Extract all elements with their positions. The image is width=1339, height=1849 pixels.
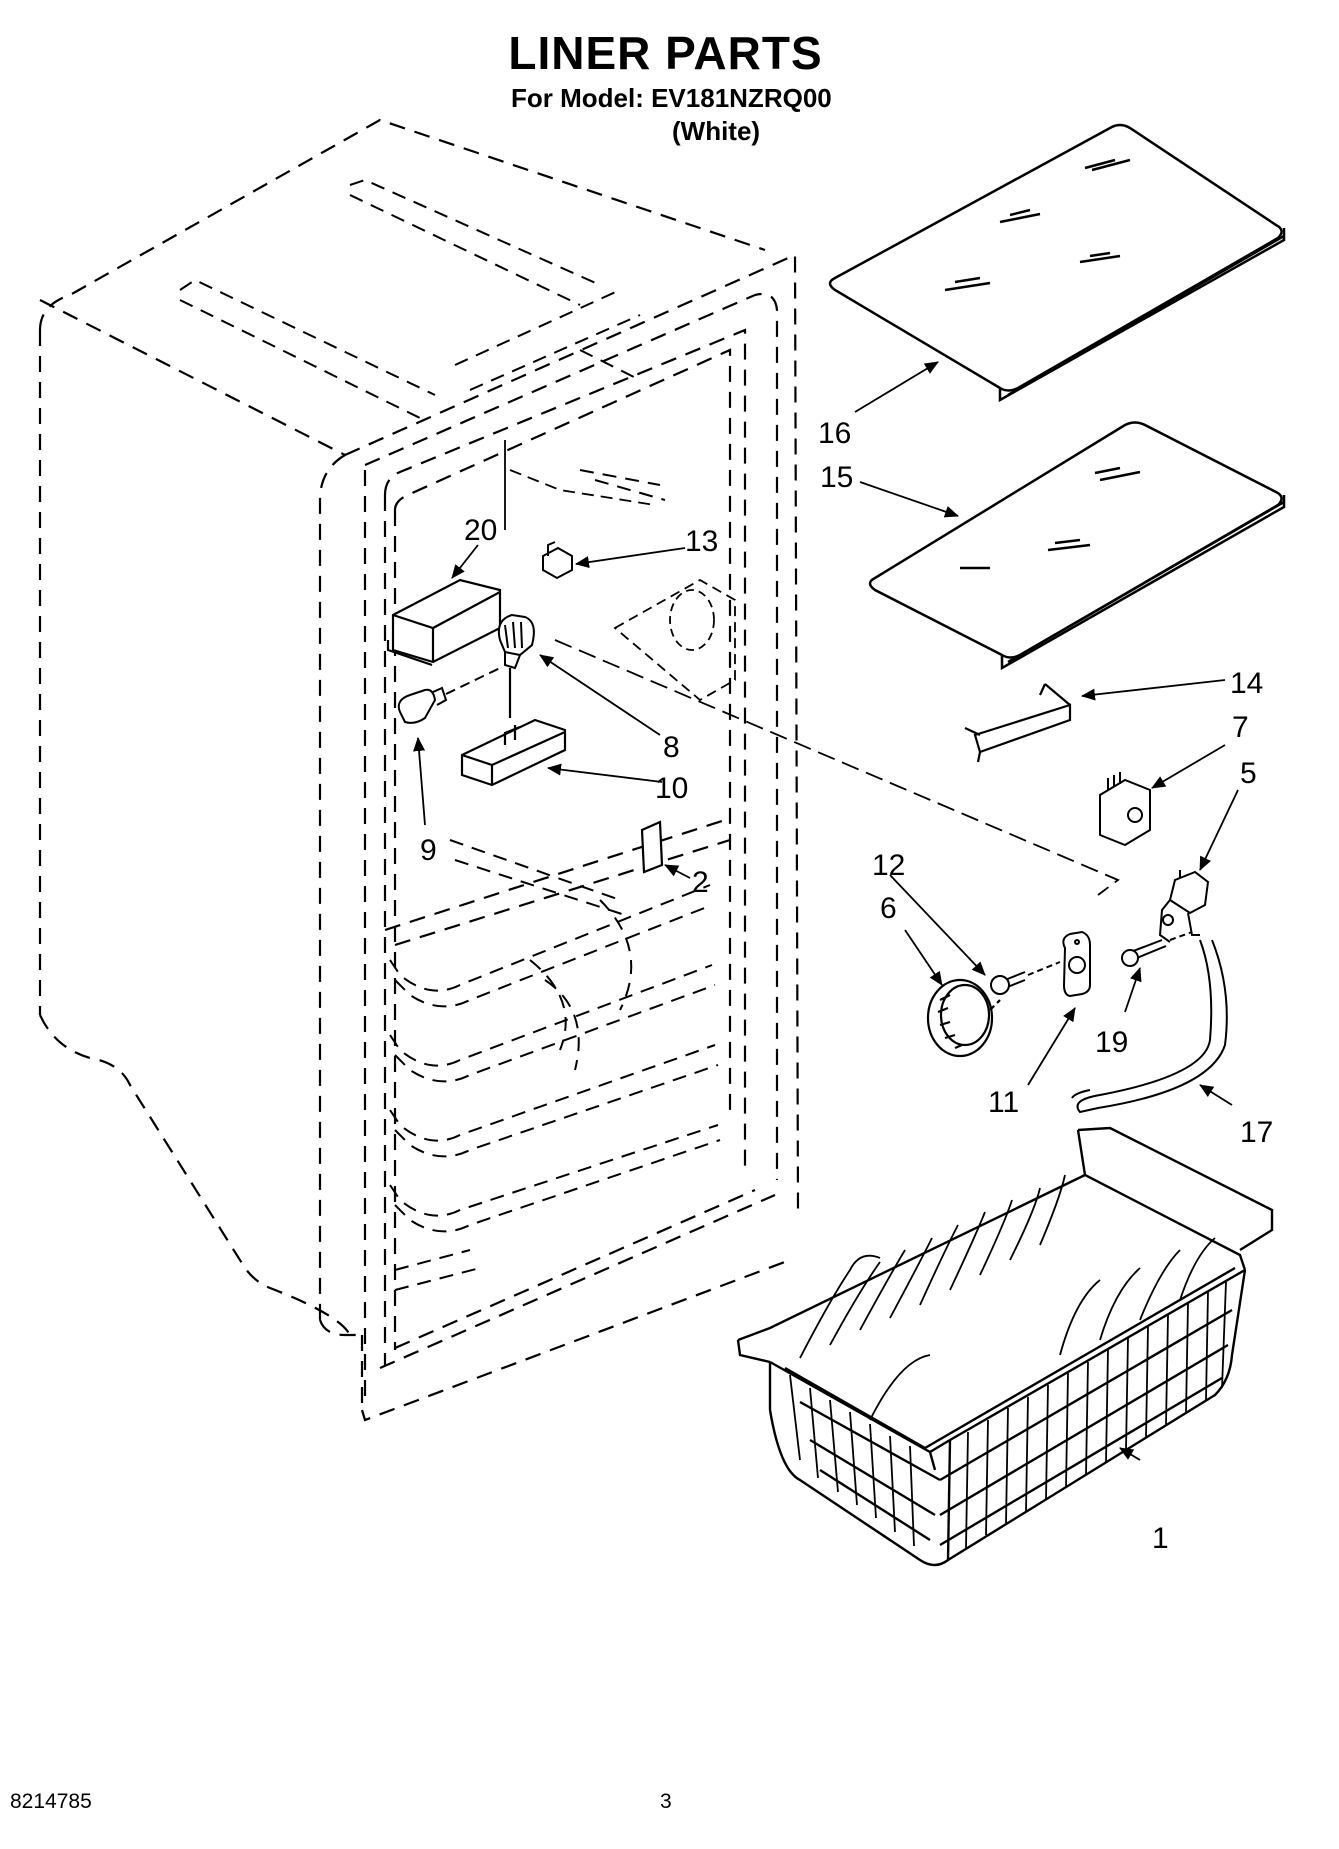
control-cable xyxy=(504,440,1120,896)
evaporator-coils xyxy=(389,839,721,1291)
heater-part-17 xyxy=(1071,939,1228,1114)
callout-11: 11 xyxy=(988,1086,1019,1119)
control-part-7 xyxy=(1099,772,1151,847)
callout-17: 17 xyxy=(1240,1116,1273,1149)
callout-10: 10 xyxy=(655,772,688,805)
shelf-part-16 xyxy=(828,123,1286,403)
callout-14: 14 xyxy=(1230,667,1263,700)
callout-2: 2 xyxy=(692,866,709,899)
knob-part-6 xyxy=(926,978,1001,1058)
callout-6: 6 xyxy=(880,892,897,925)
freezer-cabinet-outline xyxy=(38,118,800,1422)
page-number: 3 xyxy=(660,1790,672,1813)
leader-lines xyxy=(413,361,1239,1461)
model-line: For Model: EV181NZRQ00 xyxy=(511,83,832,113)
shelf-part-15 xyxy=(868,421,1286,671)
callout-labels: 16 15 14 7 5 12 6 19 11 17 1 13 20 8 10 … xyxy=(420,417,1273,1555)
basket-wires xyxy=(789,1174,1227,1549)
cabinet-top-panels xyxy=(179,178,666,501)
screw-part-12 xyxy=(990,961,1061,995)
plate-part-11 xyxy=(1062,930,1091,998)
page-title: LINER PARTS xyxy=(508,27,823,79)
callout-9: 9 xyxy=(420,834,437,867)
callout-15: 15 xyxy=(820,461,853,494)
document-code: 8214785 xyxy=(10,1790,92,1813)
clip-part-13 xyxy=(542,541,573,580)
callout-7: 7 xyxy=(1232,711,1249,744)
light-bracket-part-10 xyxy=(460,668,567,787)
screw-part-19 xyxy=(1121,931,1193,967)
shelf-bracket-part-14 xyxy=(964,683,1072,763)
callout-8: 8 xyxy=(663,731,680,764)
light-cover-part-20 xyxy=(386,578,502,667)
fan-grille xyxy=(613,578,736,702)
label-part-2 xyxy=(640,820,664,874)
page-header: LINER PARTS For Model: EV181NZRQ00 (Whit… xyxy=(0,0,1339,160)
callout-12: 12 xyxy=(872,849,905,882)
callout-19: 19 xyxy=(1095,1026,1128,1059)
callout-16: 16 xyxy=(818,417,851,450)
socket-part-8 xyxy=(497,613,535,670)
switch-part-5 xyxy=(1158,870,1210,943)
callout-5: 5 xyxy=(1240,757,1257,790)
color-line: (White) xyxy=(672,116,761,146)
callout-20: 20 xyxy=(464,514,497,547)
basket-part-1 xyxy=(736,1126,1274,1567)
callout-1: 1 xyxy=(1152,1522,1169,1555)
bulb-part-9 xyxy=(397,667,501,724)
callout-13: 13 xyxy=(685,525,718,558)
